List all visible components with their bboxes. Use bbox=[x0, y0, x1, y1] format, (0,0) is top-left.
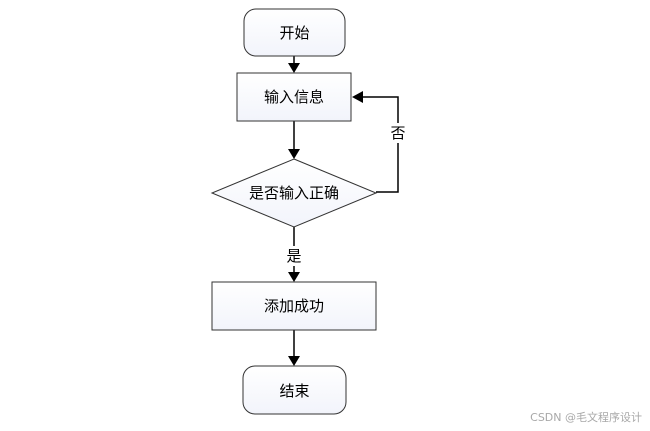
arrowhead-success bbox=[288, 272, 300, 282]
arrowhead-decision bbox=[288, 149, 300, 159]
start-node-label: 开始 bbox=[279, 24, 309, 42]
start-node: 开始 bbox=[243, 8, 346, 57]
start-node-shape bbox=[243, 8, 346, 57]
input-node: 输入信息 bbox=[236, 72, 352, 122]
decision-node: 是否输入正确 bbox=[210, 158, 378, 228]
decision-node-label: 是否输入正确 bbox=[249, 184, 339, 202]
input-node-label: 输入信息 bbox=[264, 88, 324, 106]
success-node-label: 添加成功 bbox=[264, 297, 324, 315]
success-node-shape bbox=[211, 281, 377, 331]
end-node-shape bbox=[242, 365, 347, 415]
arrowhead-input bbox=[288, 63, 300, 73]
success-node: 添加成功 bbox=[211, 281, 377, 331]
no-label-bg bbox=[389, 123, 407, 143]
connectors bbox=[288, 56, 399, 366]
edge-label-yes: 是 bbox=[286, 247, 301, 265]
end-node: 结束 bbox=[242, 365, 347, 415]
decision-node-shape bbox=[210, 158, 378, 228]
yes-label-bg bbox=[285, 246, 303, 266]
end-node-label: 结束 bbox=[279, 382, 309, 400]
edge-label-no: 否 bbox=[390, 124, 405, 142]
loop-back-line bbox=[363, 96, 399, 193]
watermark-text: CSDN @毛文程序设计 bbox=[530, 410, 642, 424]
input-node-shape bbox=[236, 72, 352, 122]
arrowhead-loop-back bbox=[352, 91, 363, 103]
arrowhead-end bbox=[288, 356, 300, 366]
